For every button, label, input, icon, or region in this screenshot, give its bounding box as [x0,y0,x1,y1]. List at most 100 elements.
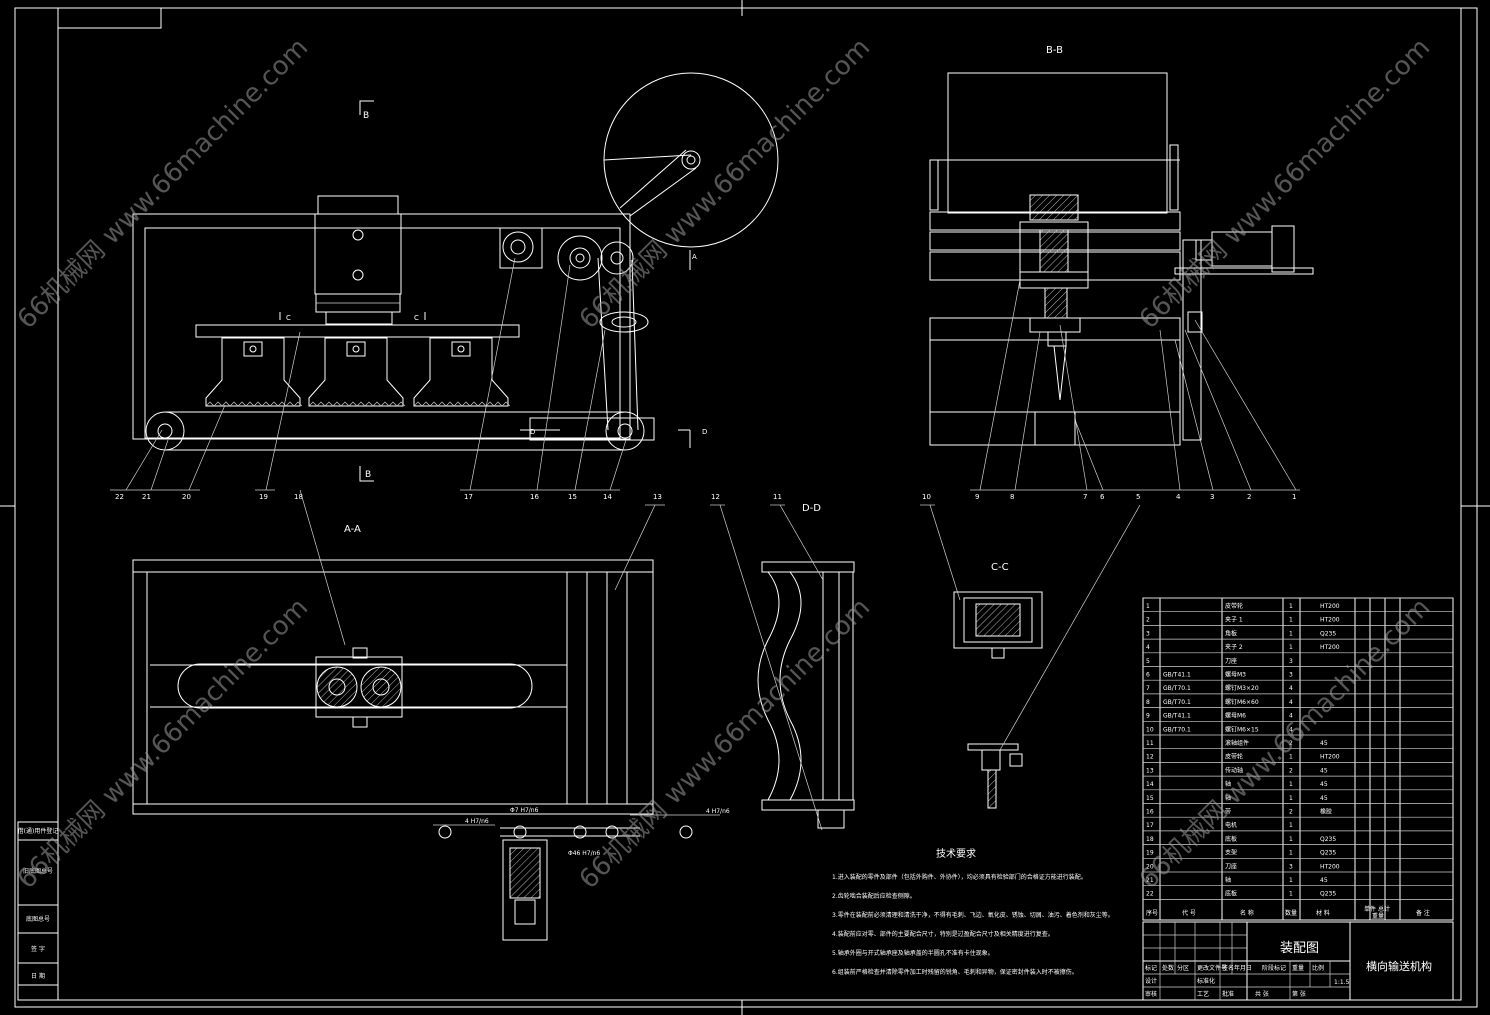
section-mark-c-right: C [414,314,419,322]
bom-cell-name: 带 [1225,808,1231,816]
balloon-4: 4 [1176,493,1181,501]
drawing-name: 横向输送机构 [1366,959,1432,973]
title-block-cell: 处数 [1162,964,1174,972]
bom-header-code: 代 号 [1182,909,1196,917]
bom-cell-mat: Q235 [1320,891,1336,898]
bb-view [929,72,1314,446]
bom-cell-qty: 1 [1289,754,1293,761]
bom-cell-qty: 3 [1289,658,1293,665]
balloon-7: 7 [1083,493,1087,501]
watermark-4: 66机械网 www.66machine.com [12,593,314,895]
bom-cell-name: 刀座 [1225,657,1237,665]
section-mark-a: A [692,253,697,261]
bom-cell-name: 夹子 2 [1225,643,1243,651]
title-block-cell: 共 张 [1255,990,1269,998]
balloon-16: 16 [530,493,539,501]
view-title-dd: D-D [802,503,821,514]
title-block-cell: 第 张 [1292,990,1306,998]
drawing-type: 装配图 [1280,941,1319,956]
view-title-cc: C-C [991,562,1009,573]
title-block [1142,921,1454,1001]
bom-cell-no: 14 [1146,781,1154,788]
bom-cell-mat: Q235 [1320,850,1336,857]
leader-lines [110,257,1300,831]
title-block-cell: 工艺 [1197,990,1209,998]
bom-cell-mat: HT200 [1320,617,1340,624]
bom-cell-mat: HT200 [1320,644,1340,651]
bom-cell-qty: 1 [1289,836,1293,843]
bom-cell-qty: 1 [1289,630,1293,637]
bom-cell-name: 底板 [1225,835,1237,843]
bom-cell-mat: HT200 [1320,754,1340,761]
tech-requirements: 技术要求 1.进入装配的零件及部件（包括外购件、外协件），均必须具有检验部门的合… [832,847,1114,976]
bom-cell-name: 底板 [1225,890,1237,898]
title-block-cell: 签名 [1222,964,1234,972]
bom-cell-qty: 1 [1289,617,1293,624]
bom-cell-mat: 橡胶 [1320,808,1332,816]
balloon-21: 21 [142,493,151,501]
bom-cell-qty: 4 [1289,699,1293,706]
bom-cell-no: 17 [1146,822,1154,829]
bom-cell-mat: Q235 [1320,836,1336,843]
balloon-3: 3 [1210,493,1214,501]
bom-cell-no: 21 [1146,877,1154,884]
fit-right: 4 H7/n6 [706,808,730,815]
bom-cell-qty: 1 [1289,603,1293,610]
bom-cell-mat: 45 [1320,767,1328,774]
balloon-8: 8 [1010,493,1014,501]
title-block-cell: 年月日 [1234,964,1252,972]
balloon-17: 17 [464,493,473,501]
balloon-9: 9 [975,493,979,501]
bom-header-note: 备 注 [1416,909,1430,917]
title-block-cell: 标记 [1145,964,1157,972]
bom-header-qty: 数量 [1285,909,1297,917]
bom-cell-no: 5 [1146,658,1150,665]
balloon-2: 2 [1247,493,1251,501]
bom-header-mat: 材 料 [1316,909,1330,917]
main-view [132,72,779,482]
side-strip-3: 底图总号 [26,915,50,923]
balloon-6: 6 [1100,493,1105,501]
cc-view [953,591,1043,809]
balloon-20: 20 [182,493,191,501]
bom-cell-mat: HT200 [1320,863,1340,870]
section-mark-b-bottom: B [365,470,371,480]
bom-cell-no: 6 [1146,672,1150,679]
tech-req-line-5: 5.轴承外圈与开式轴承座及轴承盖的半圆孔不准有卡住现象。 [832,949,994,957]
fit-center-left: Φ46 H7/n6 [568,850,600,857]
bom-cell-name: 支架 [1225,849,1237,857]
title-block-cell: 重量 [1292,964,1304,972]
bom-cell-no: 18 [1146,836,1154,843]
bom-cell-qty: 3 [1289,672,1293,679]
bom-cell-name: 轴 [1225,876,1231,884]
bom-cell-qty: 4 [1289,685,1293,692]
bom-cell-mat: Q235 [1320,630,1336,637]
watermark-2: 66机械网 www.66machine.com [574,33,876,335]
bom-cell-no: 3 [1146,630,1150,637]
bom-cell-no: 13 [1146,767,1154,774]
bom-header-no: 序号 [1146,909,1158,917]
bom-cell-qty: 1 [1289,822,1293,829]
bom-cell-no: 9 [1146,713,1150,720]
bom-cell-name: 轴 [1225,780,1231,788]
balloon-14: 14 [603,493,612,501]
bom-cell-qty: 4 [1289,713,1293,720]
bom-cell-qty: 1 [1289,795,1293,802]
bom-cell-name: 电机 [1225,821,1237,829]
bom-cell-no: 8 [1146,699,1150,706]
bom-header-weight: 重量 [1372,912,1384,920]
bom-cell-qty: 1 [1289,644,1293,651]
bom-cell-no: 20 [1146,863,1154,870]
title-block-cell: 分区 [1177,964,1189,972]
bom-cell-no: 1 [1146,603,1150,610]
balloon-13: 13 [653,493,662,501]
bom-cell-std: GB/T41.1 [1163,713,1191,720]
balloon-12: 12 [711,493,720,501]
bom-cell-std: GB/T70.1 [1163,726,1191,733]
bom-cell-qty: 1 [1289,781,1293,788]
bom-cell-no: 2 [1146,617,1150,624]
balloon-19: 19 [259,493,268,501]
section-mark-c-left: C [286,314,291,322]
watermark-1: 66机械网 www.66machine.com [12,33,314,335]
